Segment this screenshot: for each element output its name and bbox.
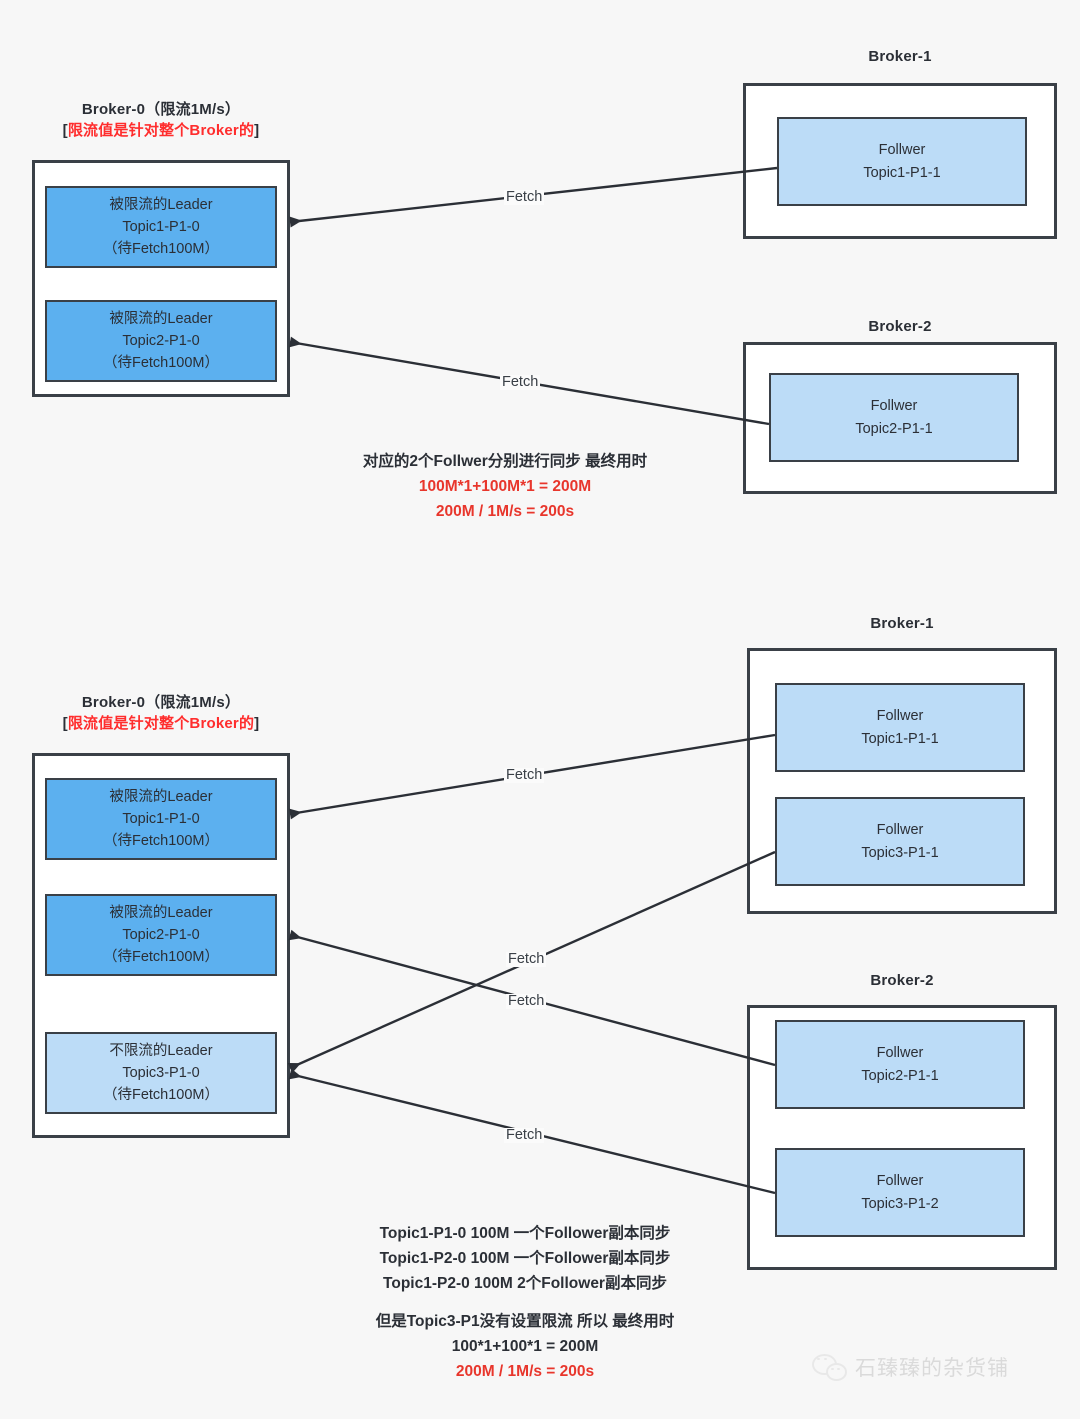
s2-broker1-title: Broker-1 bbox=[747, 615, 1057, 632]
s1-follower-topic1-line2: Topic1-P1-1 bbox=[863, 164, 941, 181]
s1-summary-note: 对应的2个Follwer分别进行同步 最终用时 100M*1+100M*1 = … bbox=[325, 450, 685, 524]
s2-leader-topic1-line2: Topic1-P1-0 bbox=[122, 810, 200, 827]
s1-broker2-title-main: Broker-2 bbox=[868, 318, 932, 335]
s1-follower-topic1-line1: Follwer bbox=[878, 142, 926, 159]
s2-follower-topic1-line1: Follwer bbox=[876, 708, 924, 725]
s2-leader-topic2-line3: （待Fetch100M） bbox=[102, 949, 220, 966]
s1-note-line2: 100M*1+100M*1 = 200M bbox=[418, 477, 592, 495]
s2-broker2-title: Broker-2 bbox=[747, 972, 1057, 989]
s2-leader-topic1-p1-0[interactable]: 被限流的Leader Topic1-P1-0 （待Fetch100M） bbox=[45, 778, 277, 860]
s1-leader-topic1-line1: 被限流的Leader bbox=[109, 196, 213, 213]
s2-fetch-label-4: Fetch bbox=[504, 1127, 545, 1143]
s2-fetch-label-1: Fetch bbox=[504, 767, 545, 783]
s2-broker1-title-main: Broker-1 bbox=[870, 615, 934, 632]
s1-leader-topic2-p1-0[interactable]: 被限流的Leader Topic2-P1-0 （待Fetch100M） bbox=[45, 300, 277, 382]
s2-fetch-label-3: Fetch bbox=[506, 993, 547, 1009]
s2-broker0-subtitle-red: 限流值是针对整个Broker的 bbox=[67, 715, 255, 732]
s2-leader-topic2-p1-0[interactable]: 被限流的Leader Topic2-P1-0 （待Fetch100M） bbox=[45, 894, 277, 976]
s2-broker0-title: Broker-0（限流1M/s） [限流值是针对整个Broker的] bbox=[32, 691, 290, 733]
s2-note-gap bbox=[330, 1296, 720, 1310]
s1-broker0-title: Broker-0（限流1M/s） [限流值是针对整个Broker的] bbox=[32, 98, 290, 140]
s1-follower-topic2-p1-1[interactable]: Follwer Topic2-P1-1 bbox=[769, 373, 1019, 462]
s2-follower-topic3b-line1: Follwer bbox=[876, 1173, 924, 1190]
s2-note-line3: Topic1-P2-0 100M 2个Follower副本同步 bbox=[383, 1274, 667, 1292]
s1-follower-topic2-line1: Follwer bbox=[870, 398, 918, 415]
s1-leader-topic2-line1: 被限流的Leader bbox=[109, 310, 213, 327]
s2-follower-topic1-p1-1[interactable]: Follwer Topic1-P1-1 bbox=[775, 683, 1025, 772]
s2-leader-topic3-p1-0[interactable]: 不限流的Leader Topic3-P1-0 （待Fetch100M） bbox=[45, 1032, 277, 1114]
s1-follower-topic2-line2: Topic2-P1-1 bbox=[855, 420, 933, 437]
s1-fetch-label-1: Fetch bbox=[504, 189, 545, 205]
s1-broker1-title-main: Broker-1 bbox=[868, 48, 932, 65]
s1-leader-topic2-line3: （待Fetch100M） bbox=[102, 355, 220, 372]
s2-leader-topic3-line2: Topic3-P1-0 bbox=[122, 1064, 200, 1081]
s1-leader-topic2-line2: Topic2-P1-0 bbox=[122, 332, 200, 349]
s2-follower-topic2-line1: Follwer bbox=[876, 1045, 924, 1062]
s2-broker2-title-main: Broker-2 bbox=[870, 972, 934, 989]
s2-broker0-subtitle: [限流值是针对整个Broker的] bbox=[32, 712, 290, 733]
s1-follower-topic1-p1-1[interactable]: Follwer Topic1-P1-1 bbox=[777, 117, 1027, 206]
s2-note-line2: Topic1-P2-0 100M 一个Follower副本同步 bbox=[379, 1249, 671, 1267]
s2-leader-topic3-line1: 不限流的Leader bbox=[109, 1042, 213, 1059]
watermark: 石臻臻的杂货铺 bbox=[812, 1352, 1009, 1382]
s2-follower-topic2-p1-1[interactable]: Follwer Topic2-P1-1 bbox=[775, 1020, 1025, 1109]
s2-follower-topic2-line2: Topic2-P1-1 bbox=[861, 1067, 939, 1084]
s1-fetch-label-2: Fetch bbox=[500, 374, 541, 390]
s1-broker0-subtitle-red: 限流值是针对整个Broker的 bbox=[67, 122, 255, 139]
s2-follower-topic3-p1-2[interactable]: Follwer Topic3-P1-2 bbox=[775, 1148, 1025, 1237]
s1-note-line1: 对应的2个Follwer分别进行同步 最终用时 bbox=[362, 453, 648, 470]
s2-note-line4: 但是Topic3-P1没有设置限流 所以 最终用时 bbox=[375, 1313, 675, 1331]
s1-broker2-title: Broker-2 bbox=[743, 318, 1057, 335]
s1-broker0-subtitle-open: [ bbox=[62, 122, 68, 139]
s2-broker0-subtitle-open: [ bbox=[62, 715, 68, 732]
s2-fetch-label-2: Fetch bbox=[506, 951, 547, 967]
s2-summary-note: Topic1-P1-0 100M 一个Follower副本同步 Topic1-P… bbox=[330, 1222, 720, 1385]
s2-leader-topic1-line3: （待Fetch100M） bbox=[102, 833, 220, 850]
watermark-text: 石臻臻的杂货铺 bbox=[855, 1357, 1009, 1380]
s2-note-line1: Topic1-P1-0 100M 一个Follower副本同步 bbox=[379, 1225, 671, 1242]
s2-follower-topic1-line2: Topic1-P1-1 bbox=[861, 730, 939, 747]
s2-note-line6: 200M / 1M/s = 200s bbox=[455, 1362, 595, 1380]
s2-follower-topic3b-line2: Topic3-P1-2 bbox=[861, 1195, 939, 1212]
s1-leader-topic1-p1-0[interactable]: 被限流的Leader Topic1-P1-0 （待Fetch100M） bbox=[45, 186, 277, 268]
s1-broker1-title: Broker-1 bbox=[743, 48, 1057, 65]
s2-leader-topic3-line3: （待Fetch100M） bbox=[102, 1087, 220, 1104]
s2-leader-topic1-line1: 被限流的Leader bbox=[109, 788, 213, 805]
s1-leader-topic1-line3: （待Fetch100M） bbox=[102, 241, 220, 258]
s2-follower-topic3-p1-1[interactable]: Follwer Topic3-P1-1 bbox=[775, 797, 1025, 886]
s1-broker0-subtitle: [限流值是针对整个Broker的] bbox=[32, 119, 290, 140]
s2-broker0-subtitle-close: ] bbox=[254, 715, 260, 732]
s2-leader-topic2-line2: Topic2-P1-0 bbox=[122, 926, 200, 943]
s2-follower-topic3-line1: Follwer bbox=[876, 822, 924, 839]
s2-follower-topic3-line2: Topic3-P1-1 bbox=[861, 844, 939, 861]
wechat-icon bbox=[812, 1353, 847, 1381]
s1-leader-topic1-line2: Topic1-P1-0 bbox=[122, 218, 200, 235]
s2-leader-topic2-line1: 被限流的Leader bbox=[109, 904, 213, 921]
s2-note-line5: 100*1+100*1 = 200M bbox=[451, 1338, 599, 1356]
s1-broker0-subtitle-close: ] bbox=[254, 122, 260, 139]
s1-broker0-title-main: Broker-0（限流1M/s） bbox=[81, 101, 241, 118]
s2-broker0-title-main: Broker-0（限流1M/s） bbox=[81, 694, 241, 711]
s1-note-line3: 200M / 1M/s = 200s bbox=[435, 502, 575, 520]
